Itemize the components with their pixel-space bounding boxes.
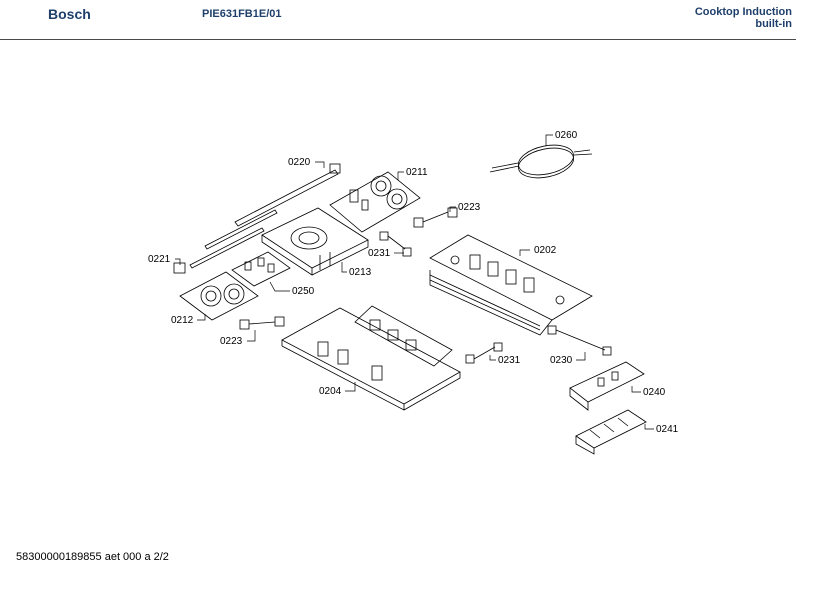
part-0204-main-board bbox=[281, 305, 461, 411]
part-0230-wire-harness bbox=[547, 325, 612, 356]
part-0250-relay-board bbox=[231, 251, 291, 287]
header: Bosch PIE631FB1E/01 Cooktop Induction bu… bbox=[0, 0, 818, 42]
category-line-1: Cooktop Induction bbox=[694, 6, 792, 18]
document-code: 58300000189855 aet 000 a 2/2 bbox=[16, 551, 169, 563]
label-0221: 0221 bbox=[148, 254, 171, 265]
part-0223-wire-harness-lower bbox=[239, 316, 285, 330]
product-category: Cooktop Induction built-in bbox=[695, 6, 792, 30]
label-0240: 0240 bbox=[643, 387, 666, 398]
part-0231-wire-harness-upper bbox=[379, 231, 412, 257]
part-0260-power-cable bbox=[489, 144, 593, 179]
part-0212-filter-board bbox=[179, 271, 259, 321]
part-labels: 0260 0220 0211 0223 0231 0202 0221 0213 … bbox=[148, 130, 679, 435]
part-0220-cable-bar bbox=[234, 163, 341, 227]
brand-name: Bosch bbox=[48, 6, 91, 22]
part-0223-wire-harness-upper bbox=[413, 207, 458, 228]
label-0231-lower: 0231 bbox=[498, 355, 521, 366]
label-0212: 0212 bbox=[171, 315, 194, 326]
label-0223-upper: 0223 bbox=[458, 202, 481, 213]
label-0202: 0202 bbox=[534, 245, 557, 256]
leader-lines bbox=[175, 134, 654, 430]
label-0204: 0204 bbox=[319, 386, 342, 397]
part-0240-control-board bbox=[569, 361, 645, 411]
label-0213: 0213 bbox=[349, 267, 372, 278]
label-0220: 0220 bbox=[288, 157, 311, 168]
part-0213-induction-coil bbox=[261, 207, 369, 276]
label-0223-lower: 0223 bbox=[220, 336, 243, 347]
category-line-2: built-in bbox=[755, 18, 792, 30]
label-0250: 0250 bbox=[292, 286, 315, 297]
header-divider bbox=[0, 39, 796, 40]
part-0221-cable-bars bbox=[173, 209, 278, 274]
label-0260: 0260 bbox=[555, 130, 578, 141]
label-0230: 0230 bbox=[550, 355, 573, 366]
part-0211-filter-board bbox=[329, 171, 421, 233]
part-0241-mounting-frame bbox=[575, 409, 647, 455]
label-0241: 0241 bbox=[656, 424, 679, 435]
part-0202-power-board bbox=[429, 234, 593, 336]
model-number: PIE631FB1E/01 bbox=[202, 8, 282, 20]
part-0231-wire-harness-lower bbox=[465, 342, 503, 364]
label-0231-upper: 0231 bbox=[368, 248, 391, 259]
label-0211: 0211 bbox=[406, 167, 428, 178]
